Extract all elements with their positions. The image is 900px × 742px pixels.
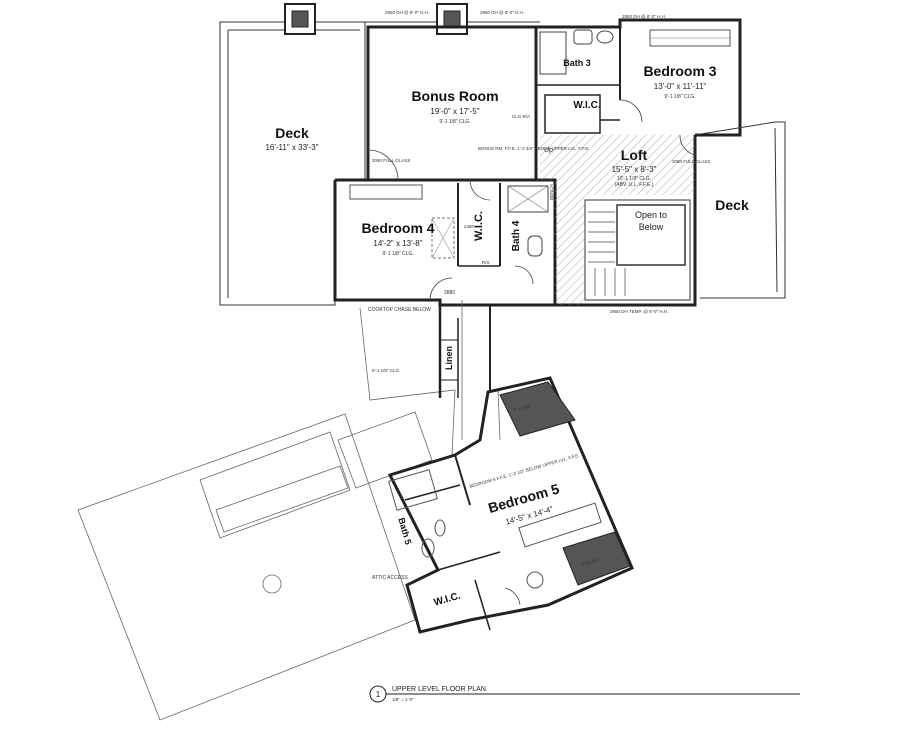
deck-right: [694, 121, 786, 299]
deck-left-title: Deck: [275, 125, 309, 141]
door-2880-label: 2880: [444, 290, 455, 296]
knee-wall-note-1: 5'-8 3/4": [513, 403, 532, 414]
window-note-temp: 2950 DH TEMP. @ 8'-0" H.H.: [610, 309, 668, 314]
loft-hatch: [555, 135, 695, 305]
full-glass-note-2: 3080 FULL GLASS: [672, 159, 710, 164]
open-to-below-1: Open to: [635, 210, 667, 220]
cooktop-chase-note: COOKTOP CHASE BELOW: [368, 307, 431, 313]
rs-label: R/S: [482, 260, 490, 265]
deck-left-dims: 16'-11" x 33'-3": [265, 143, 318, 152]
bath5-title: Bath 5: [396, 517, 413, 546]
loft-ceiling-note: (ABV. U.L. F.F.E.): [615, 182, 654, 188]
bedroom4-ceiling: 9'-1 1/8" CLG.: [382, 251, 413, 257]
bath3-title: Bath 3: [563, 58, 591, 68]
deck-right-title: Deck: [715, 197, 749, 213]
bedroom4-title: Bedroom 4: [361, 220, 434, 236]
knee-wall-note-2: 5'-8 3/4": [581, 557, 600, 568]
title-scale: 1/8" = 1'-0": [392, 697, 414, 702]
window-note-top2: 2950 DH @ 8'-0" H.H.: [480, 10, 524, 15]
wic-b3-title: W.I.C.: [573, 100, 600, 111]
lower-level-outline: [77, 307, 456, 721]
bonus-room-ceiling: 9'-1 1/8" CLG.: [439, 119, 470, 125]
clg-ra-label: CLG R/A: [512, 114, 530, 119]
open-to-below-2: Below: [639, 222, 664, 232]
bath4-title: Bath 4: [511, 220, 522, 251]
title-block: 1 UPPER LEVEL FLOOR PLAN 1/8" = 1'-0": [369, 685, 800, 703]
wic-b5-title: W.I.C.: [433, 590, 462, 608]
bonus-room-dims: 19'-0" x 17'-5": [430, 107, 479, 116]
window-note-top1: 2950 DH @ 8'-0" H.H.: [385, 10, 429, 15]
bedroom5-ffe-note: BEDROOM 5 F.F.E. 1'-2 1/2" BELOW UPPER L…: [469, 453, 580, 489]
window-note-b3: 2950 DH @ 8'-0" H.H.: [622, 14, 666, 19]
linen-title: Linen: [444, 346, 454, 370]
bench-label: BENCH: [549, 184, 554, 200]
door-2480-label: 2480: [464, 224, 475, 229]
hall-walls: [438, 300, 501, 441]
bedroom5-ceiling: 9'-1 1/8" CLG.: [372, 368, 400, 373]
wic-b4-title: W.I.C.: [473, 211, 485, 241]
bedroom3-title: Bedroom 3: [643, 63, 716, 79]
bedroom3-ceiling: 9'-1 1/8" CLG.: [664, 94, 695, 100]
attic-access-note: ATTIC ACCESS: [372, 575, 408, 581]
stair-open-below: [584, 199, 691, 301]
bedroom5-wing: [387, 376, 634, 634]
loft-ceiling: 10'-1 1/8" CLG.: [617, 176, 651, 182]
bedroom3-dims: 13'-0" x 11'-11": [654, 82, 707, 91]
bedroom4-dims: 14'-2" x 13'-8": [373, 239, 422, 248]
stairs-up-label: Up: [544, 147, 553, 154]
loft-title: Loft: [621, 147, 648, 163]
deck-left: [219, 3, 540, 306]
door-swings: [367, 99, 696, 606]
full-glass-note-1: 3080 FULL GLASS: [372, 158, 410, 163]
title-text: UPPER LEVEL FLOOR PLAN: [392, 686, 486, 693]
bonus-ffe-note: BONUS RM. F.F.E. 1'-2 3/4" ABOVE UPPER L…: [478, 146, 590, 151]
loft-dims: 15'-5" x 8'-3": [612, 165, 657, 174]
title-number: 1: [376, 690, 381, 699]
bonus-room-title: Bonus Room: [411, 88, 498, 104]
